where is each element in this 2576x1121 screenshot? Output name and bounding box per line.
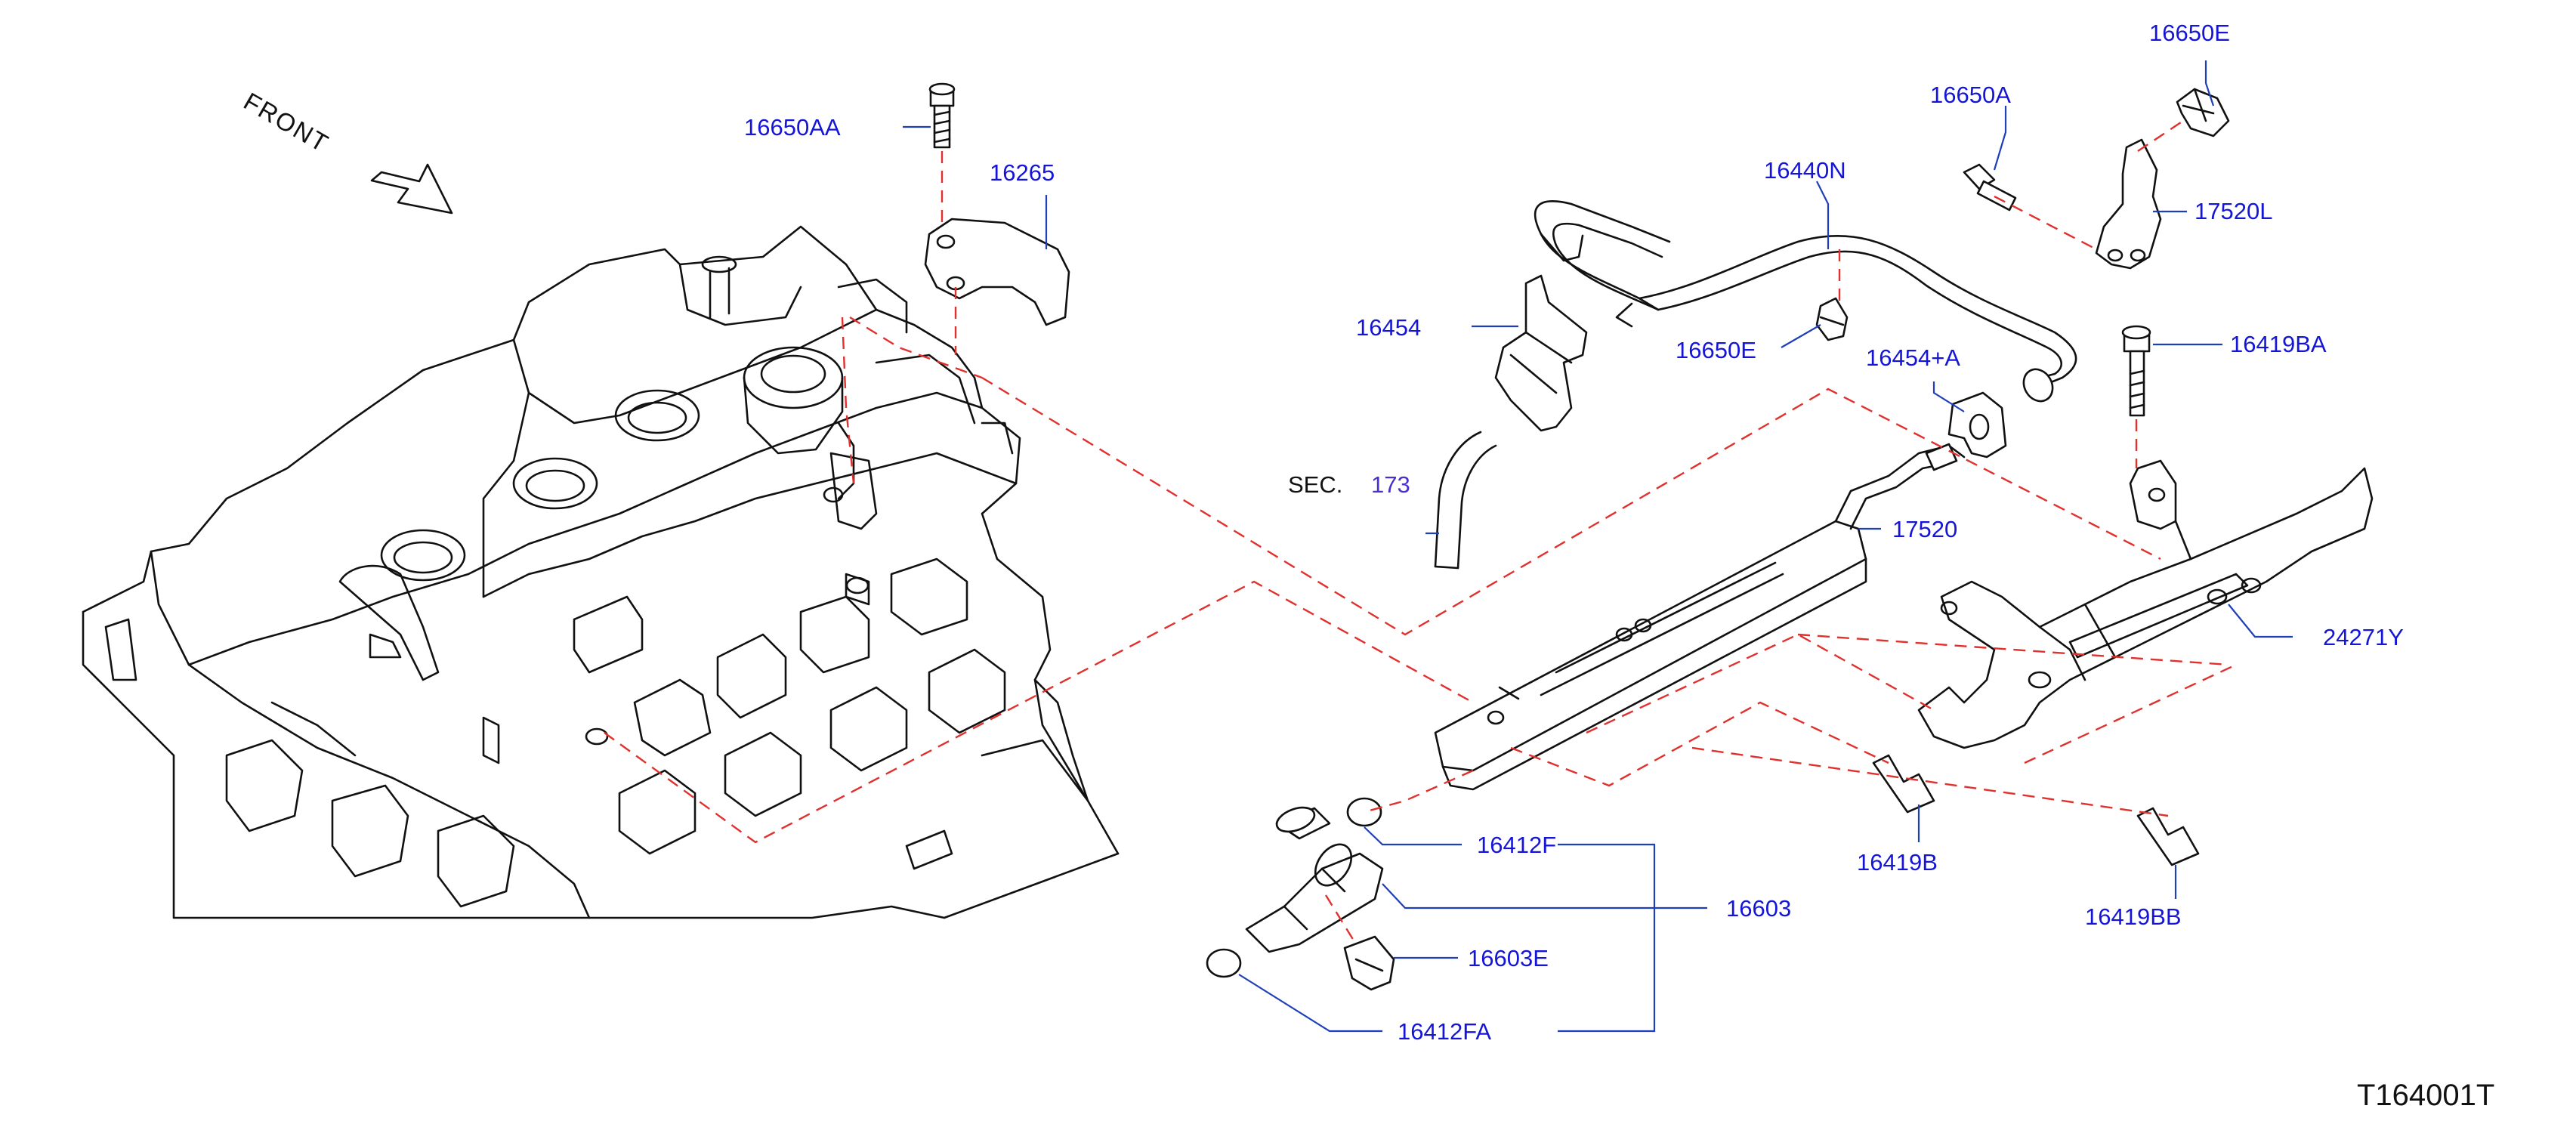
clip-16650E-top xyxy=(2176,88,2230,137)
part-label-16419B[interactable]: 16419B xyxy=(1857,849,1938,875)
bolt-16419BB xyxy=(2136,807,2200,866)
part-label-17520[interactable]: 17520 xyxy=(1892,516,1958,542)
assembly-dashed-lines xyxy=(604,120,2237,945)
clip-16603E xyxy=(1343,935,1395,991)
part-label-16454A[interactable]: 16454+A xyxy=(1866,344,1960,371)
hose-16440N xyxy=(1534,200,2077,403)
part-label-16454[interactable]: 16454 xyxy=(1356,314,1422,341)
part-label-17520L[interactable]: 17520L xyxy=(2195,198,2273,224)
o-ring-16412FA xyxy=(1206,948,1242,978)
clip-16454 xyxy=(1494,274,1588,432)
part-label-16650E-top[interactable]: 16650E xyxy=(2149,20,2230,46)
part-label-16603[interactable]: 16603 xyxy=(1726,895,1792,922)
part-label-16603E[interactable]: 16603E xyxy=(1468,945,1549,971)
injector-16603 xyxy=(1245,806,1384,953)
clip-16650E-mid xyxy=(1815,297,1849,341)
part-label-16440N[interactable]: 16440N xyxy=(1764,157,1846,184)
part-label-16650AA[interactable]: 16650AA xyxy=(744,114,841,141)
part-label-16650E-mid[interactable]: 16650E xyxy=(1676,337,1756,363)
bracket-16265 xyxy=(924,218,1070,326)
part-label-16265[interactable]: 16265 xyxy=(990,159,1055,186)
part-label-24271Y[interactable]: 24271Y xyxy=(2323,624,2404,650)
section-ref-number[interactable]: 173 xyxy=(1371,471,1410,498)
part-label-16419BA[interactable]: 16419BA xyxy=(2230,331,2327,357)
front-arrow-icon xyxy=(370,163,453,215)
bracket-17520L xyxy=(2095,138,2162,270)
bolt-16419BA xyxy=(2121,325,2151,417)
part-label-16412FA[interactable]: 16412FA xyxy=(1398,1018,1492,1045)
part-label-16650A[interactable]: 16650A xyxy=(1930,82,2011,108)
bolt-16419B xyxy=(1872,754,1935,814)
hose-sec-173 xyxy=(1434,431,1497,570)
o-ring-16412F xyxy=(1346,797,1382,827)
grommet-16454A xyxy=(1947,391,2007,459)
figure-id: T164001T xyxy=(2357,1079,2495,1112)
protector-24271Y xyxy=(1917,459,2374,749)
bolt-16650A xyxy=(1963,163,2017,212)
section-ref-prefix: SEC. xyxy=(1288,471,1343,498)
engine-block xyxy=(82,225,1120,919)
part-label-16412F[interactable]: 16412F xyxy=(1477,832,1557,858)
bolt-16650AA xyxy=(928,82,956,149)
part-label-16419BB[interactable]: 16419BB xyxy=(2085,903,2182,930)
fuel-rail-17520 xyxy=(1434,443,1966,791)
leader-lines xyxy=(903,60,2293,1033)
